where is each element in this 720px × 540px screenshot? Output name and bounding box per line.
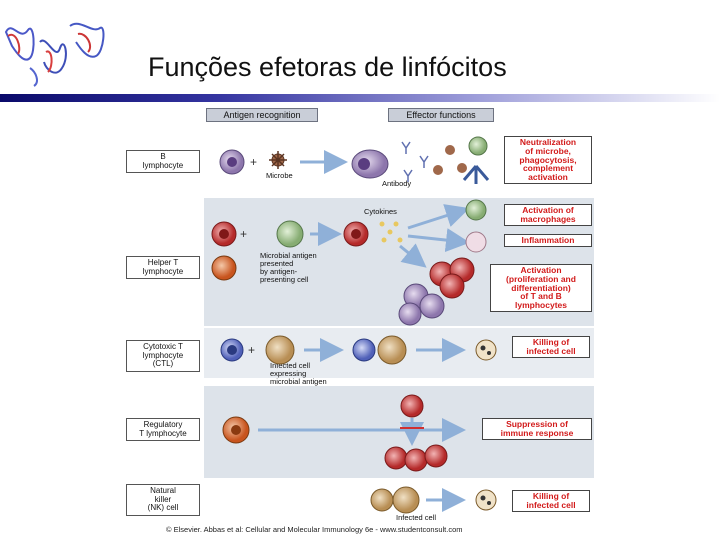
slide-title: Funções efetoras de linfócitos <box>148 52 507 82</box>
suppressed-t-cells <box>384 444 448 472</box>
antibody-label: Antibody <box>382 179 412 188</box>
infected-target-cell-icon <box>265 335 295 365</box>
svg-text:+: + <box>250 155 257 169</box>
activated-macrophage-icon <box>465 199 487 221</box>
microbe-label: Microbe <box>266 171 293 180</box>
macrophage-icon <box>468 136 488 156</box>
effector-functions-figure: Antigen recognition Effector functions B… <box>120 106 598 534</box>
helper-t-row: + <box>211 199 487 326</box>
neutralization-effect-box: Neutralization of microbe, phagocytosis,… <box>504 136 592 184</box>
figure-credit: © Elsevier. Abbas et al: Cellular and Mo… <box>166 525 463 534</box>
svg-text:+: + <box>248 343 255 357</box>
microbe-icon <box>269 151 287 169</box>
ctl-row: + <box>220 335 497 365</box>
protein-structure-logo <box>4 22 105 87</box>
macrophage-activation-effect-box: Activation of macrophages <box>504 204 592 226</box>
infected-cell-label: Infected cell <box>396 513 437 522</box>
inflammation-cell-icon <box>465 231 487 253</box>
regulatory-t-lymphocyte-label: Regulatory T lymphocyte <box>126 418 200 441</box>
cytokine-dots <box>379 221 403 243</box>
naive-helper-t-cell-icon <box>211 255 237 281</box>
inflammation-effect-box: Inflammation <box>504 234 592 247</box>
microbe-cluster-icon <box>433 145 467 175</box>
effector-functions-header: Effector functions <box>388 108 494 122</box>
proliferating-b-cells <box>398 283 445 326</box>
proliferating-t-cells <box>429 257 475 299</box>
cytokines-label: Cytokines <box>364 207 397 216</box>
treg-row <box>222 394 466 472</box>
antigen-recognition-header: Antigen recognition <box>206 108 318 122</box>
dying-cell-icon <box>475 339 497 361</box>
nk-cell-label: Natural killer (NK) cell <box>126 484 200 516</box>
nk-cell-icon <box>370 488 394 512</box>
antigen-presenting-cell-label: Microbial antigen presented by antigen- … <box>260 251 317 284</box>
lymphocyte-activation-effect-box: Activation (proliferation and differenti… <box>490 264 592 312</box>
b-lymphocyte-label: B lymphocyte <box>126 150 200 173</box>
cytotoxic-t-lymphocyte-label: Cytotoxic T lymphocyte (CTL) <box>126 340 200 372</box>
immune-suppression-effect-box: Suppression of immune response <box>482 418 592 440</box>
nk-killing-effect-box: Killing of infected cell <box>512 490 590 512</box>
svg-text:+: + <box>240 227 247 241</box>
infected-cell-expressing-antigen-label: Infected cell expressing microbial antig… <box>270 361 327 386</box>
antigen-presenting-cell-icon <box>276 220 304 248</box>
cell-illustrations: + + <box>211 136 497 514</box>
helper-t-lymphocyte-label: Helper T lymphocyte <box>126 256 200 279</box>
b-cell-row: + <box>219 136 490 184</box>
title-underline-bar <box>0 94 720 102</box>
nk-row <box>370 486 497 514</box>
ctl-killing-effect-box: Killing of infected cell <box>512 336 590 358</box>
